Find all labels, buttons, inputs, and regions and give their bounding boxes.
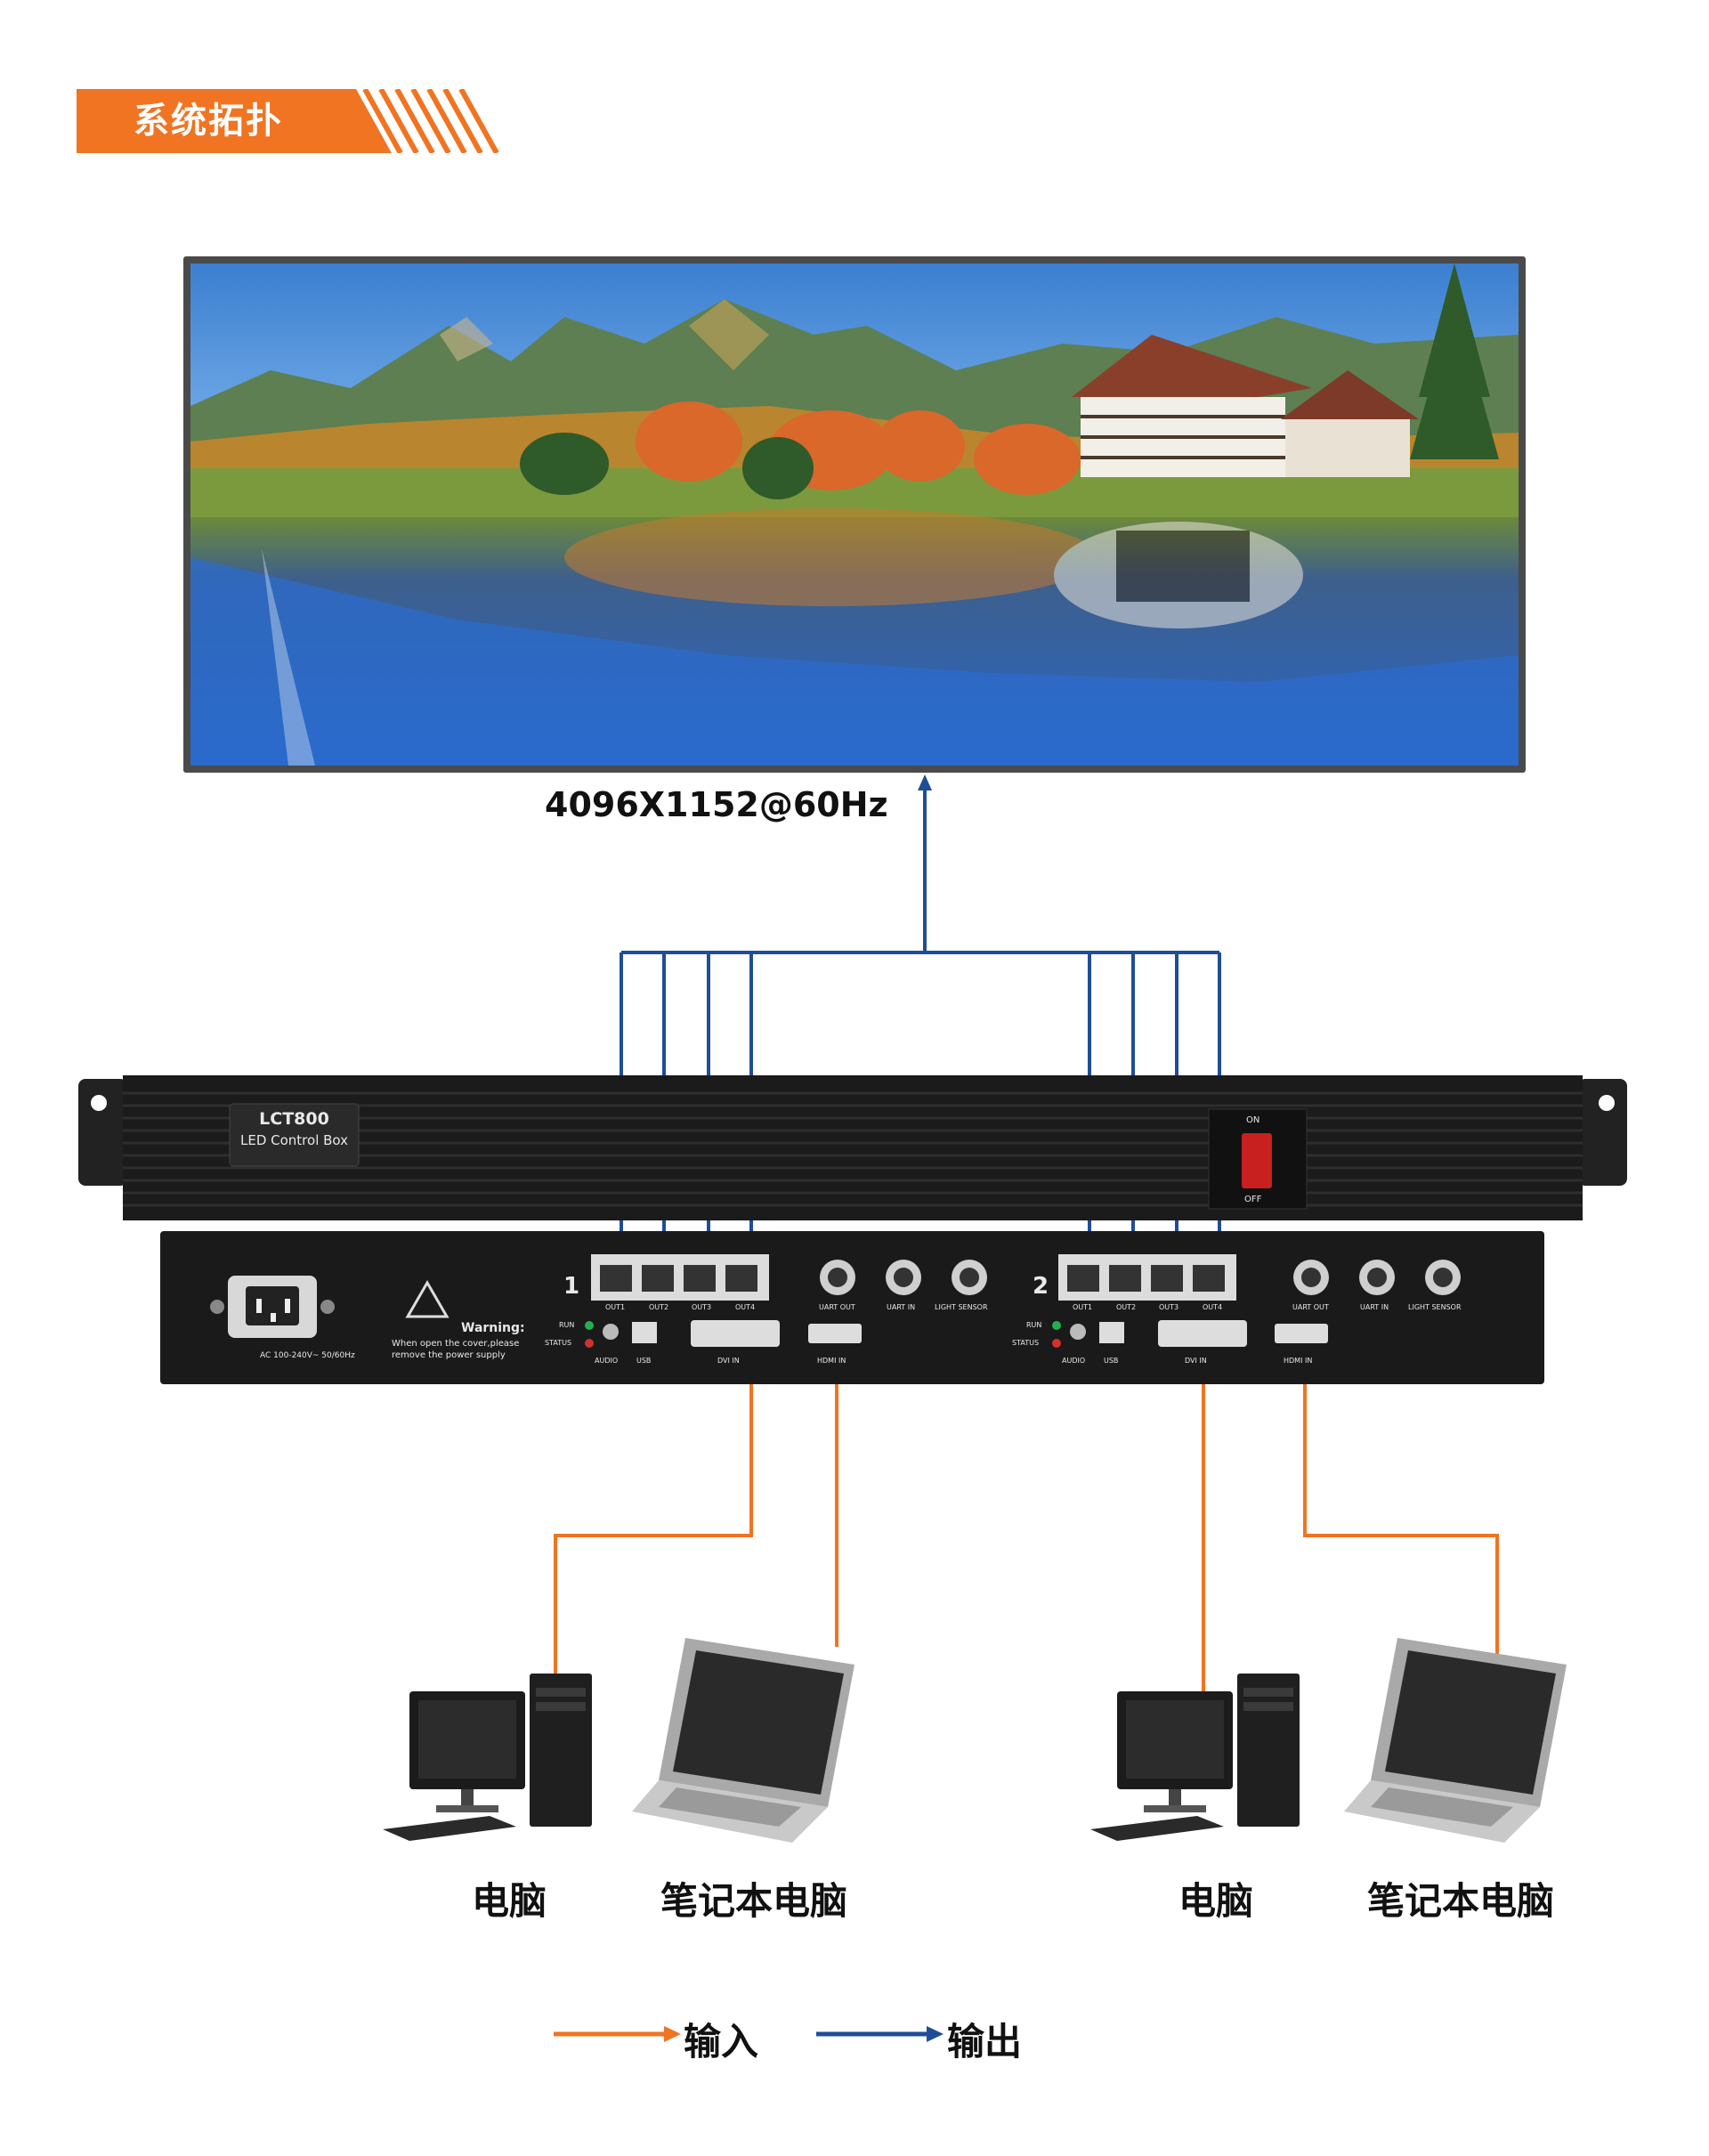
- device-subtitle: LED Control Box: [239, 1132, 349, 1148]
- power-spec: AC 100-240V~ 50/60Hz: [260, 1351, 355, 1360]
- unit-2-light-sensor: LIGHT SENSOR: [1408, 1303, 1462, 1311]
- unit-2-out2: OUT2: [1116, 1303, 1137, 1311]
- unit-2-uart-in: UART IN: [1360, 1303, 1389, 1311]
- unit-1-out2: OUT2: [649, 1303, 669, 1311]
- unit-2-run: RUN: [1026, 1321, 1042, 1329]
- unit-2-number: 2: [1033, 1273, 1049, 1300]
- unit-2-audio: AUDIO: [1062, 1357, 1086, 1365]
- unit-1-number: 1: [563, 1273, 580, 1300]
- legend-output-arrow: [816, 2026, 944, 2042]
- unit-1-uart-out: UART OUT: [819, 1303, 855, 1311]
- output-arrowhead: [918, 774, 932, 790]
- warning-title: Warning:: [461, 1321, 525, 1335]
- input-lines: [554, 1362, 1499, 1691]
- unit-1-hdmi-in: HDMI IN: [817, 1357, 846, 1365]
- switch-on-label: ON: [1246, 1115, 1260, 1125]
- header-banner: [77, 89, 379, 153]
- unit-2-dvi-in: DVI IN: [1185, 1357, 1207, 1365]
- legend-input-arrow: [554, 2026, 681, 2042]
- device-front-panel: [78, 1075, 1627, 1220]
- unit-1-usb: USB: [636, 1357, 652, 1365]
- switch-off-label: OFF: [1244, 1195, 1262, 1204]
- unit-1-out3: OUT3: [692, 1303, 712, 1311]
- banner-stripes: [356, 89, 507, 153]
- warning-line-1: When open the cover,please: [392, 1339, 520, 1349]
- unit-2-out4: OUT4: [1203, 1303, 1223, 1311]
- device-rear-panel: [160, 1231, 1544, 1384]
- warning-line-2: remove the power supply: [392, 1350, 506, 1360]
- legend-output-label: 输出: [947, 2020, 1023, 2063]
- laptop-icon: [632, 1638, 854, 1843]
- legend-input-label: 输入: [684, 2020, 759, 2063]
- unit-1-audio: AUDIO: [595, 1357, 619, 1365]
- source-label-2: 笔记本电脑: [660, 1879, 848, 1923]
- landscape-image: [190, 263, 1519, 766]
- unit-2-hdmi-in: HDMI IN: [1284, 1357, 1313, 1365]
- source-label-3: 电脑: [1178, 1879, 1254, 1923]
- unit-1-out4: OUT4: [735, 1303, 756, 1311]
- unit-1-dvi-in: DVI IN: [717, 1357, 740, 1365]
- unit-2-out3: OUT3: [1159, 1303, 1179, 1311]
- unit-1-uart-in: UART IN: [887, 1303, 916, 1311]
- desktop-computer-icon: [1090, 1674, 1300, 1841]
- page-title: 系统拓扑: [134, 101, 283, 142]
- unit-1-light-sensor: LIGHT SENSOR: [935, 1303, 988, 1311]
- unit-2-status: STATUS: [1012, 1339, 1040, 1347]
- unit-1-run: RUN: [559, 1321, 575, 1329]
- unit-2-usb: USB: [1104, 1357, 1119, 1365]
- desktop-computer-icon: [383, 1674, 592, 1841]
- unit-2-out1: OUT1: [1073, 1303, 1093, 1311]
- power-switch: [1242, 1133, 1272, 1188]
- source-label-4: 笔记本电脑: [1367, 1879, 1555, 1923]
- unit-1-out1: OUT1: [605, 1303, 626, 1311]
- device-model: LCT800: [259, 1109, 329, 1129]
- resolution-label: 4096X1152@60Hz: [545, 785, 888, 824]
- source-label-1: 电脑: [472, 1879, 547, 1923]
- rear-panel-ports: [210, 1254, 1461, 1348]
- laptop-icon: [1344, 1638, 1567, 1843]
- unit-2-uart-out: UART OUT: [1292, 1303, 1329, 1311]
- unit-1-status: STATUS: [545, 1339, 572, 1347]
